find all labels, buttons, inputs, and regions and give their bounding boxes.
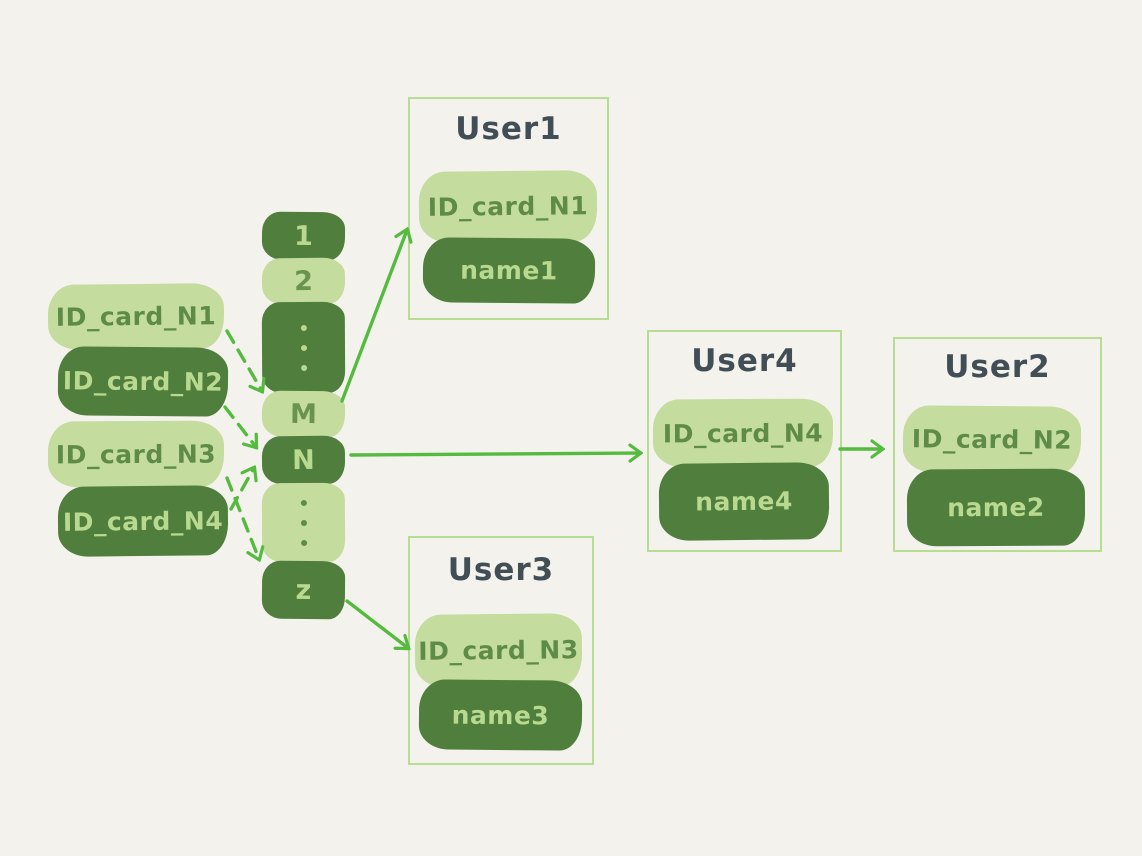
arrow-idcard3-to-bucket-z	[225, 476, 259, 559]
arrow-bucket-n-to-user4	[349, 453, 640, 455]
user3-name-field: name3	[418, 679, 583, 751]
vertical-ellipsis	[262, 483, 345, 562]
user1-name-field: name1	[422, 237, 596, 304]
user4-box: User4 ID_card_N4 name4	[647, 330, 842, 552]
user1-title: User1	[455, 111, 562, 147]
arrow-idcard1-to-bucket-m	[225, 329, 262, 391]
arrow-idcard4-to-bucket-n	[229, 468, 254, 511]
hash-bucket-ellipsis-top	[261, 301, 346, 394]
vertical-ellipsis	[262, 302, 345, 393]
user3-id-card-field: ID_card_N3	[414, 613, 583, 688]
user4-id-card-field: ID_card_N4	[652, 398, 834, 468]
id-card-chip-n4: ID_card_N4	[57, 485, 229, 557]
id-card-chip-n1: ID_card_N1	[47, 283, 225, 350]
user4-title: User4	[691, 343, 798, 379]
user3-box: User3 ID_card_N3 name3	[408, 536, 594, 765]
user2-name-field: name2	[906, 468, 1086, 547]
user1-box: User1 ID_card_N1 name1	[408, 97, 609, 320]
arrow-bucket-m-to-user1	[340, 230, 407, 403]
hash-bucket-n: N	[261, 435, 346, 485]
hash-bucket-ellipsis-bottom	[261, 482, 346, 563]
user1-id-card-field: ID_card_N1	[418, 170, 598, 243]
hash-bucket-2: 2	[261, 257, 346, 305]
arrow-idcard2-to-bucket-n	[223, 405, 256, 447]
hash-bucket-z: z	[261, 560, 346, 620]
user2-box: User2 ID_card_N2 name2	[893, 337, 1102, 552]
hash-bucket-m: M	[261, 390, 346, 438]
user2-id-card-field: ID_card_N2	[902, 405, 1082, 474]
user3-title: User3	[447, 552, 555, 588]
arrow-bucket-z-to-user3	[345, 599, 408, 648]
id-card-chip-n2: ID_card_N2	[57, 346, 229, 417]
hash-bucket-1: 1	[261, 211, 346, 261]
user2-title: User2	[944, 349, 1051, 385]
id-card-chip-n3: ID_card_N3	[47, 420, 225, 488]
user4-name-field: name4	[658, 462, 830, 541]
